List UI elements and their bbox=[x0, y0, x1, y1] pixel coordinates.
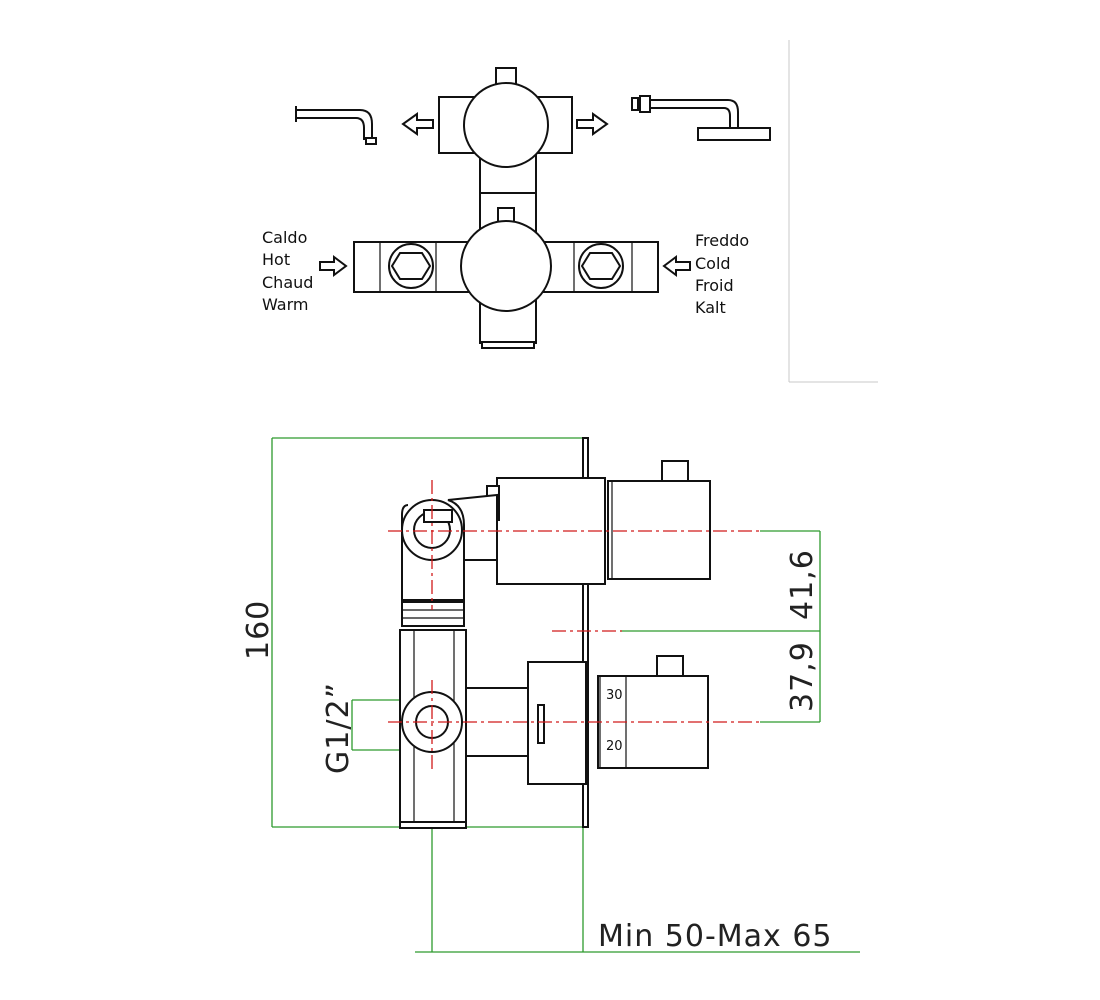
side-view: 30 20 160 G1/2” 41,6 37,9 Min 50-Max 65 bbox=[241, 437, 860, 954]
hot-label-de: Warm bbox=[262, 295, 308, 314]
height-dimension: 160 bbox=[241, 600, 276, 660]
thermostat-body bbox=[353, 192, 659, 349]
hex-nut-icon bbox=[578, 243, 624, 289]
arrow-left-icon bbox=[662, 255, 691, 277]
upper-offset-dimension: 41,6 bbox=[785, 549, 820, 620]
hot-label-it: Caldo bbox=[262, 228, 307, 247]
dial-scale-upper: 30 bbox=[606, 688, 623, 703]
depth-dimension: Min 50-Max 65 bbox=[598, 919, 833, 954]
hot-label-fr: Chaud bbox=[262, 273, 313, 292]
lower-offset-dimension: 37,9 bbox=[785, 641, 820, 712]
wall-plate bbox=[582, 437, 589, 828]
arrow-left-icon bbox=[401, 112, 434, 136]
upper-diverter bbox=[401, 460, 711, 627]
arrow-right-icon bbox=[319, 255, 348, 277]
top-view: Caldo Hot Chaud Warm Freddo Cold Froid K… bbox=[262, 67, 771, 349]
hex-nut-icon bbox=[388, 243, 434, 289]
frame-lines bbox=[788, 40, 878, 383]
cold-label-en: Cold bbox=[695, 254, 731, 273]
cold-label-fr: Froid bbox=[695, 276, 734, 295]
lower-thermostat bbox=[399, 629, 709, 829]
shower-head-icon bbox=[631, 95, 771, 141]
thread-dimension: G1/2” bbox=[321, 682, 356, 774]
hot-label-en: Hot bbox=[262, 250, 290, 269]
arrow-right-icon bbox=[576, 112, 609, 136]
cold-label-de: Kalt bbox=[695, 298, 726, 317]
cold-label-it: Freddo bbox=[695, 231, 749, 250]
spout-icon bbox=[295, 106, 377, 145]
center-lines bbox=[388, 480, 760, 770]
diverter-body bbox=[438, 67, 573, 194]
dimension-lines bbox=[271, 437, 860, 953]
dial-scale-lower: 20 bbox=[606, 739, 623, 754]
